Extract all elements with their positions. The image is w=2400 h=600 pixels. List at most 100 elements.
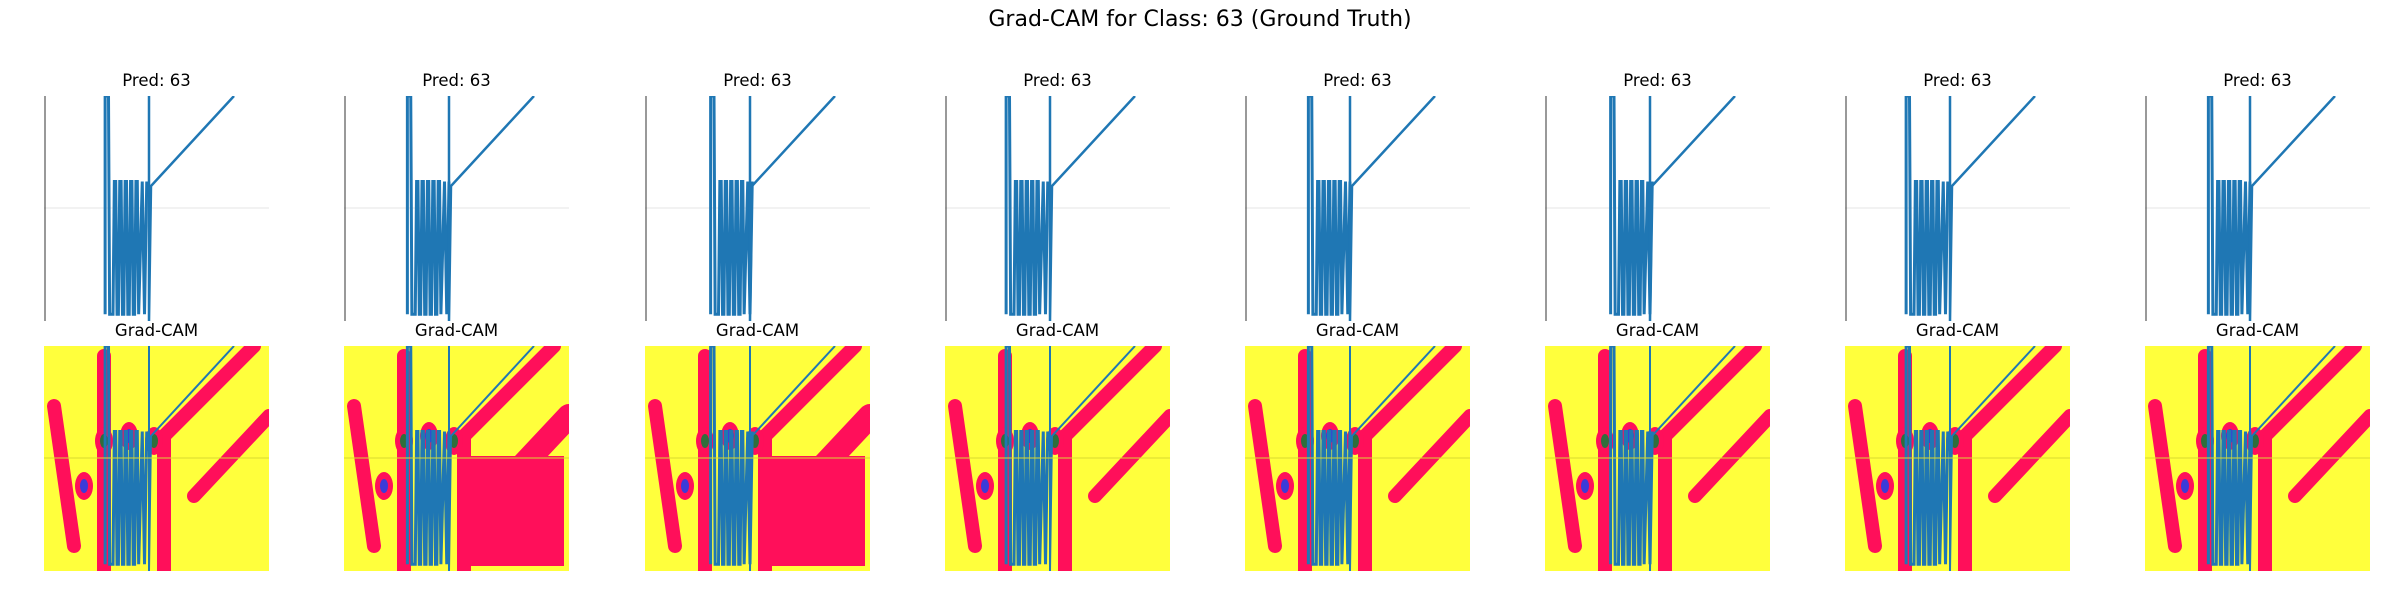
activation-peak xyxy=(380,479,388,493)
series-line xyxy=(1306,346,1352,566)
line-plot-area xyxy=(1545,96,1770,321)
activation-band xyxy=(47,399,81,553)
gradcam-heatmap xyxy=(945,346,1170,571)
activation-band xyxy=(187,409,269,503)
panel-title: Pred: 63 xyxy=(422,71,491,90)
panel-title: Pred: 63 xyxy=(1023,71,1092,90)
line-plot-area xyxy=(1245,96,1470,321)
panel-title: Grad-CAM xyxy=(114,321,199,340)
series-line-tail xyxy=(1349,346,1436,571)
panel-title: Grad-CAM xyxy=(715,321,800,340)
prediction-panel: Pred: 63 xyxy=(44,71,269,321)
series-line xyxy=(103,346,149,566)
panel-title: Grad-CAM xyxy=(1615,321,1700,340)
activation-band xyxy=(347,399,381,553)
series-line-tail xyxy=(448,346,535,571)
activation-peak xyxy=(1351,434,1359,448)
activation-peak xyxy=(981,479,989,493)
activation-peak xyxy=(1881,479,1889,493)
series-line xyxy=(103,96,149,316)
activation-band xyxy=(2288,409,2370,503)
series-line-tail xyxy=(1948,96,2036,321)
line-plot-area xyxy=(44,96,269,321)
activation-peak xyxy=(2251,434,2259,448)
series-line-tail xyxy=(1049,346,1136,571)
line-plot-area xyxy=(1845,96,2070,321)
activation-band xyxy=(1848,399,1882,553)
figure-title: Grad-CAM for Class: 63 (Ground Truth) xyxy=(988,7,1412,32)
activation-peak xyxy=(1601,434,1609,448)
activation-band xyxy=(1058,346,1162,571)
series-line xyxy=(1306,96,1352,316)
activation-band xyxy=(1958,346,2062,571)
series-line-tail xyxy=(147,96,235,321)
gradcam-heatmap xyxy=(44,346,269,571)
series-line-tail xyxy=(2248,96,2336,321)
activation-band xyxy=(2148,399,2182,553)
panel-title: Pred: 63 xyxy=(1923,71,1992,90)
activation-band xyxy=(1248,399,1282,553)
activation-band xyxy=(2258,346,2362,571)
series-line-tail xyxy=(1648,96,1736,321)
activation-peak xyxy=(80,479,88,493)
series-line xyxy=(1609,96,1654,316)
gradcam-panel: Grad-CAM xyxy=(945,321,1170,571)
activation-band xyxy=(648,399,682,553)
prediction-panel: Pred: 63 xyxy=(945,71,1170,321)
series-line-tail xyxy=(447,96,535,321)
gradcam-panel: Grad-CAM xyxy=(2145,321,2370,571)
panel-title: Grad-CAM xyxy=(2215,321,2300,340)
activation-band xyxy=(948,399,982,553)
line-plot-area xyxy=(2145,96,2370,321)
activation-peak xyxy=(2181,479,2189,493)
gradcam-panel: Grad-CAM xyxy=(1545,321,1770,571)
activation-peak xyxy=(1951,434,1959,448)
activation-band xyxy=(1658,346,1762,571)
panel-title: Grad-CAM xyxy=(1915,321,2000,340)
panel-title: Pred: 63 xyxy=(723,71,792,90)
gradcam-panel: Grad-CAM xyxy=(44,321,269,571)
series-line xyxy=(1609,346,1654,566)
panel-title: Grad-CAM xyxy=(414,321,499,340)
series-line xyxy=(709,346,754,566)
series-line-tail xyxy=(1649,346,1736,571)
gradcam-heatmap xyxy=(2145,346,2370,571)
gradcam-panel: Grad-CAM xyxy=(1245,321,1470,571)
line-plot-area xyxy=(344,96,569,321)
series-line-tail xyxy=(1048,96,1136,321)
panel-title: Pred: 63 xyxy=(1323,71,1392,90)
series-line-tail xyxy=(2249,346,2336,571)
prediction-panel: Pred: 63 xyxy=(1245,71,1470,321)
series-line xyxy=(405,346,451,566)
activation-band xyxy=(157,346,261,571)
gradcam-panel: Grad-CAM xyxy=(1845,321,2070,571)
series-line xyxy=(405,96,451,316)
activation-peak xyxy=(1581,479,1589,493)
activation-region xyxy=(464,456,564,566)
prediction-panel: Pred: 63 xyxy=(645,71,870,321)
activation-band xyxy=(1388,409,1470,503)
series-line-tail xyxy=(748,96,836,321)
gradcam-heatmap xyxy=(1245,346,1470,571)
series-line-tail xyxy=(1949,346,2036,571)
panel-title: Pred: 63 xyxy=(1623,71,1692,90)
gradcam-heatmap xyxy=(344,346,569,571)
activation-peak xyxy=(1281,479,1289,493)
series-line xyxy=(1004,346,1050,566)
series-line xyxy=(2206,346,2252,566)
series-line xyxy=(709,96,754,316)
series-line xyxy=(2206,96,2252,316)
panel-title: Pred: 63 xyxy=(2223,71,2292,90)
prediction-panel: Pred: 63 xyxy=(344,71,569,321)
gradcam-heatmap xyxy=(645,346,870,571)
gradcam-heatmap xyxy=(1845,346,2070,571)
activation-band xyxy=(1548,399,1582,553)
series-line-tail xyxy=(148,346,235,571)
series-line xyxy=(1904,346,1950,566)
series-line xyxy=(1004,96,1050,316)
activation-peak xyxy=(450,434,458,448)
prediction-panel: Pred: 63 xyxy=(1845,71,2070,321)
series-line-tail xyxy=(1348,96,1436,321)
line-plot-area xyxy=(945,96,1170,321)
gradcam-panel: Grad-CAM xyxy=(344,321,569,571)
